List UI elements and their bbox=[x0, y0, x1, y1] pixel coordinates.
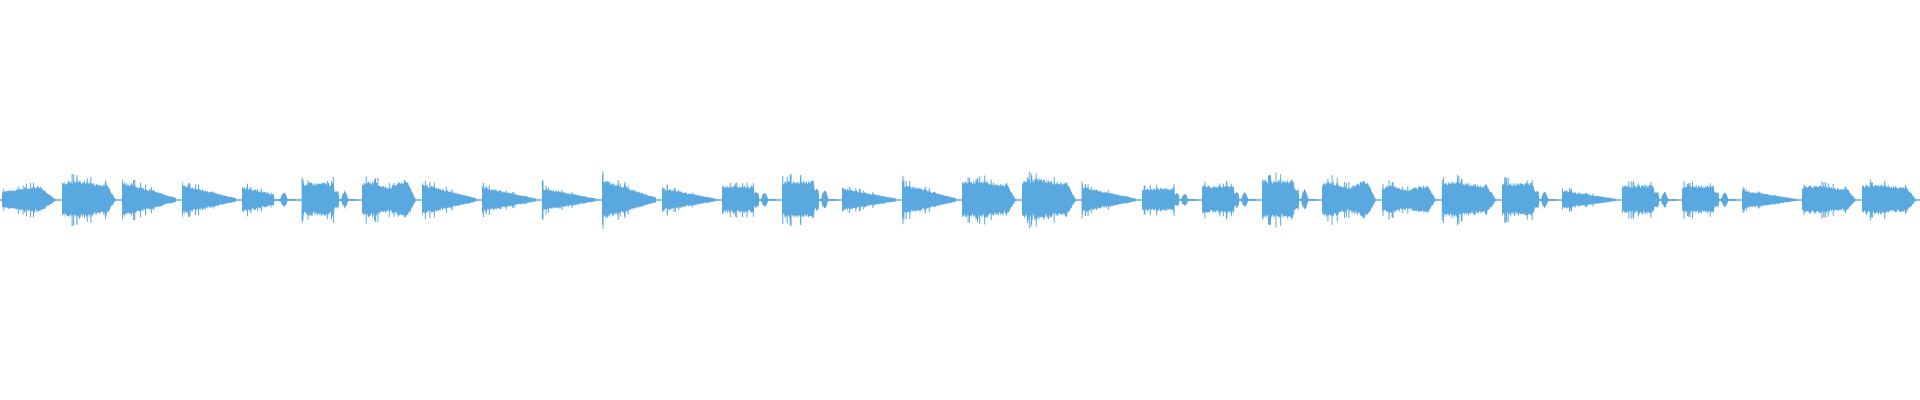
waveform-segment bbox=[1202, 185, 1256, 214]
waveform-segment bbox=[1502, 182, 1556, 217]
waveform-segment bbox=[1022, 177, 1076, 222]
waveform-segment bbox=[1742, 189, 1796, 210]
waveform-segment bbox=[1382, 185, 1436, 215]
waveform-segment bbox=[1622, 184, 1676, 216]
waveform-segment bbox=[602, 174, 656, 226]
waveform-segment bbox=[1862, 183, 1916, 216]
waveform-segment bbox=[1082, 183, 1136, 215]
waveform-segment bbox=[422, 180, 476, 218]
waveform-segment bbox=[1142, 187, 1196, 212]
waveform-segment bbox=[962, 179, 1016, 221]
waveform-segment bbox=[842, 186, 896, 212]
waveform-segment bbox=[662, 184, 716, 213]
waveform-segment bbox=[62, 179, 116, 221]
waveform-segment bbox=[482, 185, 536, 215]
waveform-segment bbox=[1562, 187, 1616, 211]
waveform-segment bbox=[782, 180, 836, 220]
waveform-segment bbox=[542, 187, 596, 212]
waveform-segment bbox=[2, 185, 56, 213]
waveform-segment bbox=[1802, 185, 1856, 215]
waveform-group bbox=[0, 171, 1920, 229]
waveform-segment bbox=[242, 186, 296, 213]
waveform-segment bbox=[1682, 185, 1736, 215]
waveform-segment bbox=[302, 181, 356, 217]
waveform-segment bbox=[122, 178, 176, 220]
waveform-segment bbox=[1442, 180, 1496, 220]
